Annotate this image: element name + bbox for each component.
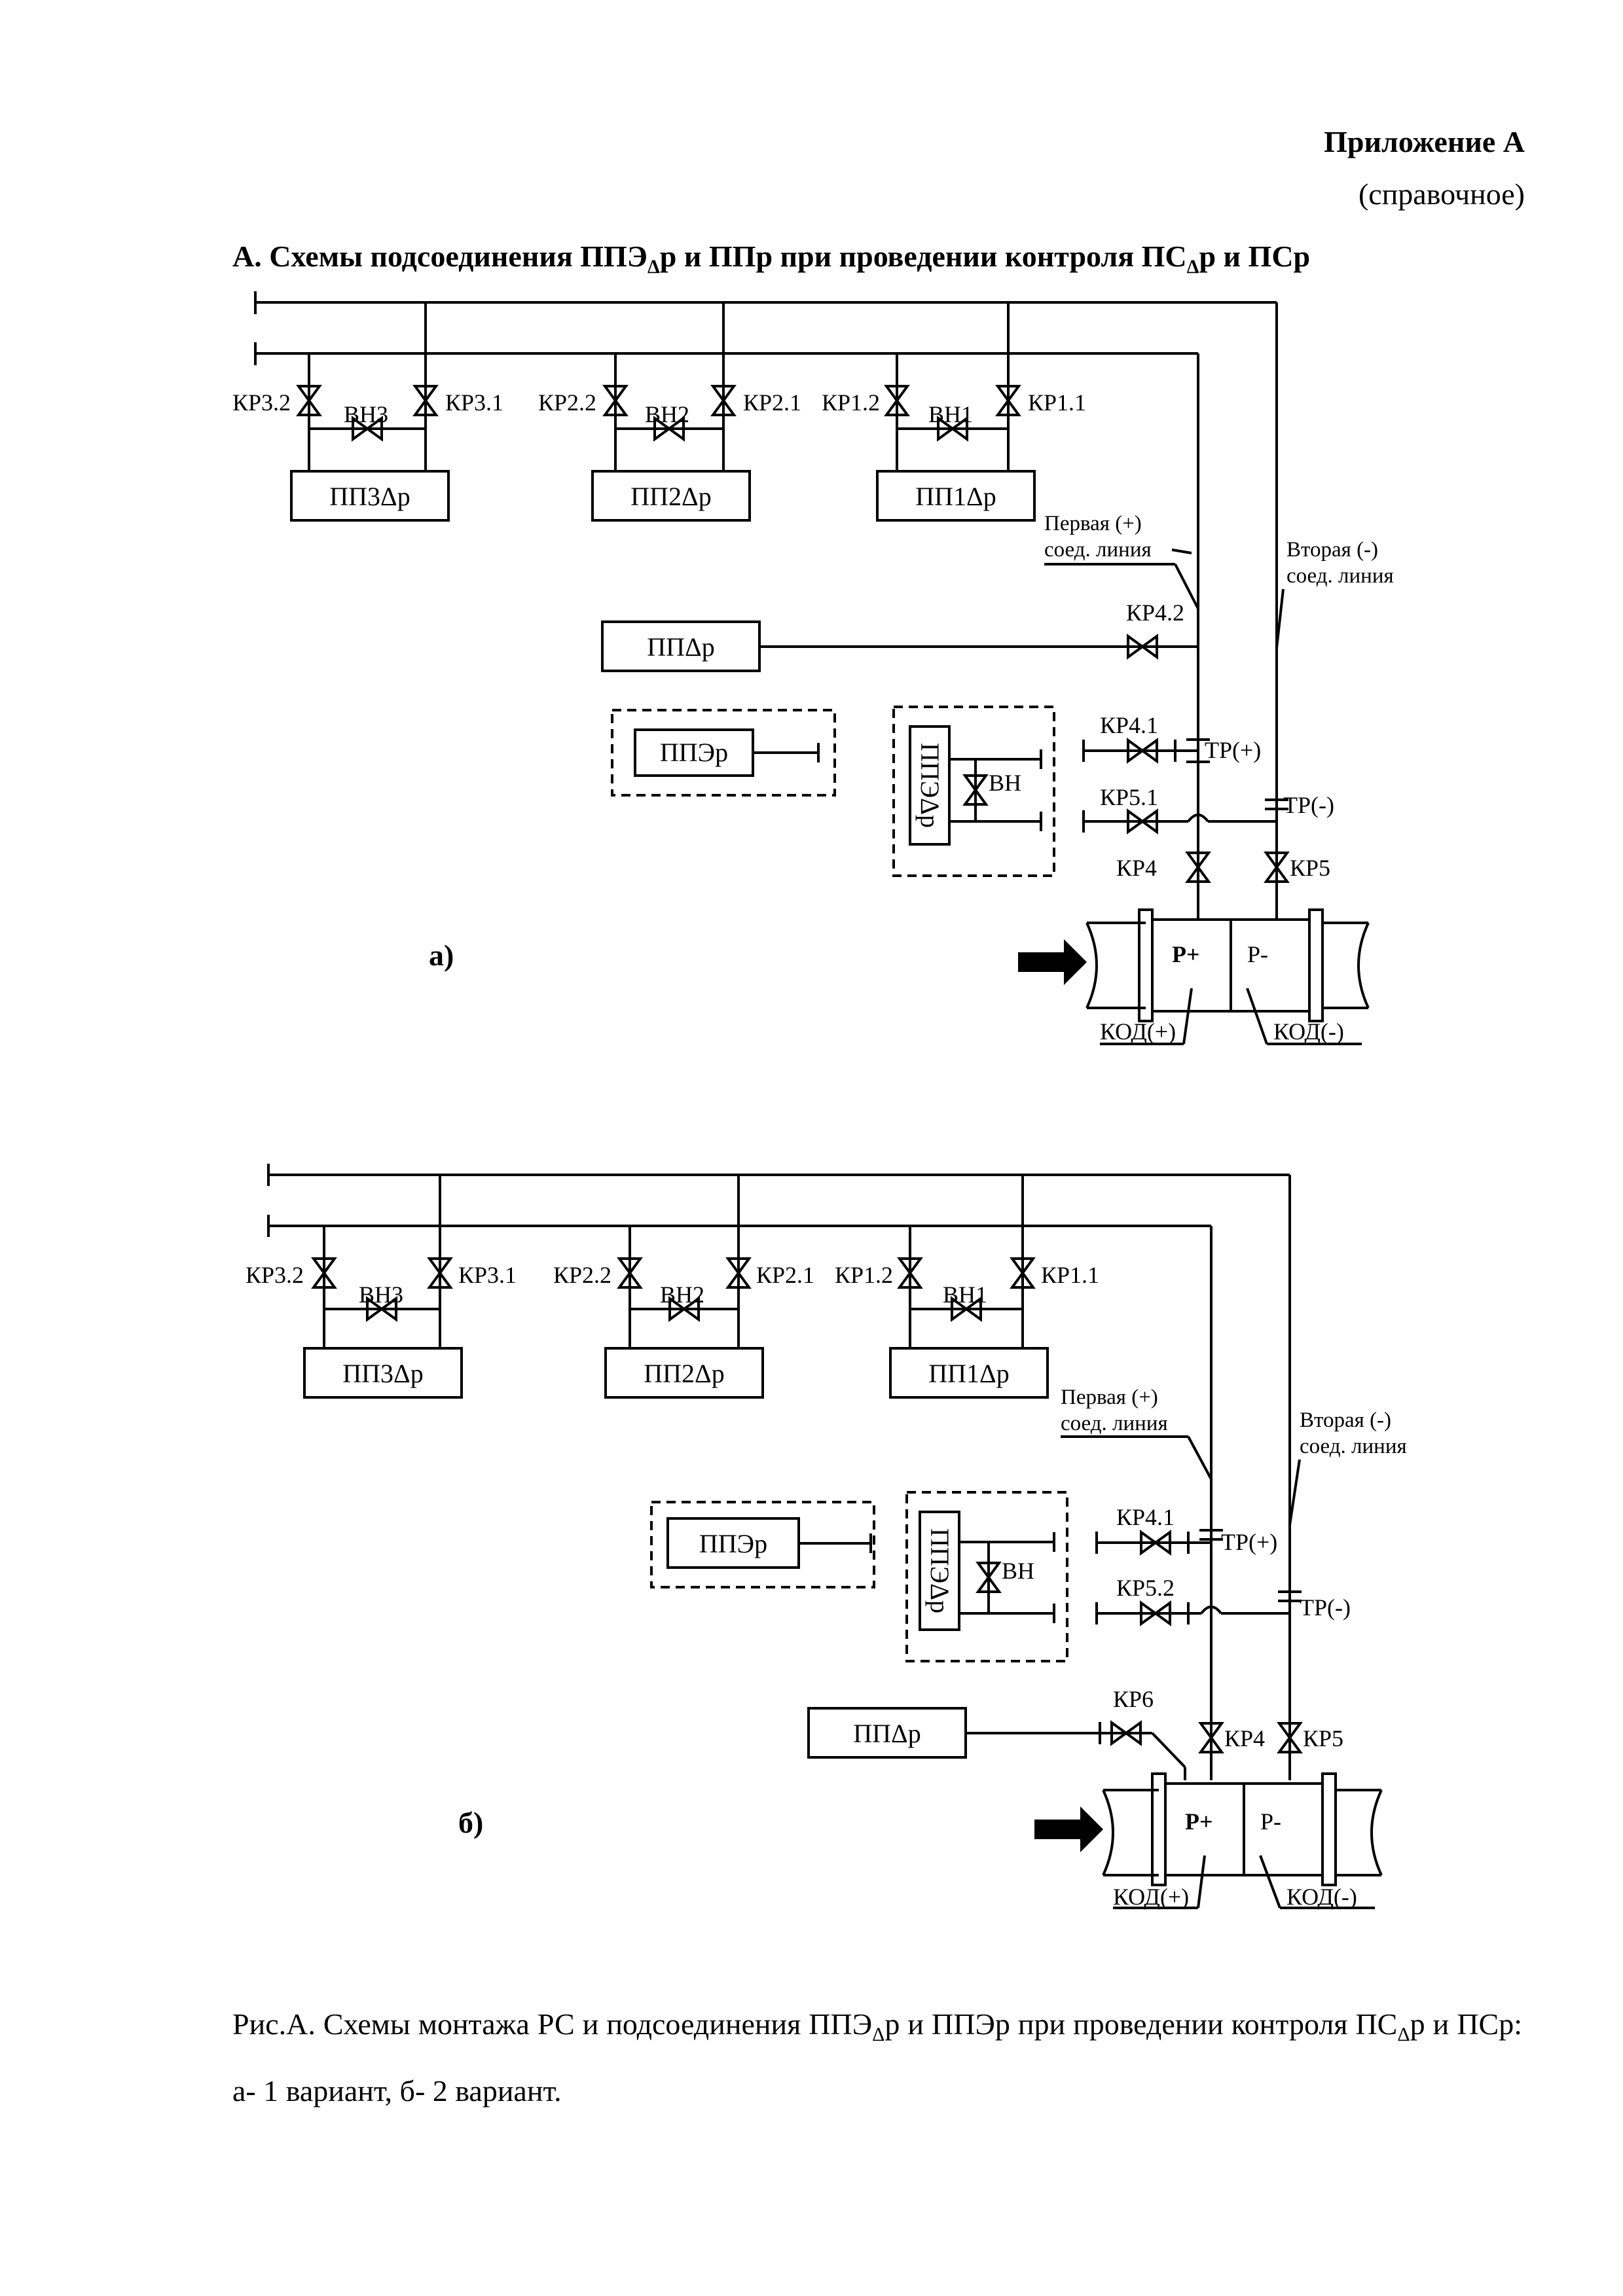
label-kr1-1: КР1.1 — [1041, 1262, 1099, 1288]
label-first-line-2: соед. линия — [1044, 538, 1152, 562]
label-vn1: ВН1 — [943, 1282, 987, 1308]
label-kr4: КР4 — [1224, 1725, 1265, 1751]
label-pp1: ПП1Δр — [915, 482, 996, 511]
label-kr3-2: КР3.2 — [246, 1262, 304, 1288]
label-kr5: КР5 — [1290, 855, 1330, 881]
caption-part: р и ПСр: а- 1 вариант, б- 2 вариант. — [232, 2007, 1522, 2108]
label-first-line: Первая (+) — [1044, 512, 1142, 535]
label-vn2: ВН2 — [660, 1282, 704, 1308]
label-vn1: ВН1 — [928, 401, 973, 427]
label-ppedp: ППЭΔр — [925, 1528, 955, 1613]
label-pp2: ПП2Δр — [630, 482, 712, 511]
label-vn: ВН — [1002, 1558, 1034, 1584]
label-pper: ППЭр — [699, 1529, 767, 1558]
label-kr4-2: КР4.2 — [1126, 600, 1184, 626]
section-title-part: А. Схемы подсоединения ППЭ — [232, 240, 647, 273]
label-kod-minus: КОД(-) — [1286, 1884, 1357, 1910]
caption-sub: Δ — [1397, 2024, 1410, 2046]
caption-sub: Δ — [872, 2024, 885, 2046]
label-pp3: ПП3Δр — [329, 482, 410, 511]
label-kr4-1: КР4.1 — [1116, 1504, 1175, 1530]
label-tr-plus: ТР(+) — [1221, 1529, 1277, 1555]
label-ppdp: ППΔр — [853, 1719, 921, 1748]
appendix-note: (справочное) — [1358, 177, 1525, 211]
label-kr3-1: КР3.1 — [458, 1262, 517, 1288]
appendix-title: Приложение А — [1324, 125, 1525, 158]
label-kr4-1: КР4.1 — [1100, 712, 1158, 738]
label-pp2: ПП2Δр — [644, 1359, 725, 1388]
label-kr3-1: КР3.1 — [445, 389, 503, 416]
label-second-line-2: соед. линия — [1286, 564, 1394, 588]
section-title-sub: Δ — [1186, 256, 1199, 278]
variant-a-label: а) — [429, 939, 454, 972]
label-kr2-2: КР2.2 — [538, 389, 596, 416]
label-vn3: ВН3 — [344, 401, 388, 427]
label-pper: ППЭр — [660, 738, 728, 767]
figure-caption: Рис.А. Схемы монтажа РС и подсоединения … — [232, 1996, 1522, 2119]
section-title-part: р и ПСр — [1199, 240, 1311, 273]
label-tr-plus: ТР(+) — [1205, 737, 1261, 763]
label-second-line: Вторая (-) — [1286, 538, 1378, 562]
label-second-line: Вторая (-) — [1300, 1408, 1391, 1432]
label-vn: ВН — [989, 770, 1021, 796]
flow-arrow-icon — [1018, 939, 1087, 985]
label-kr2-1: КР2.1 — [756, 1262, 814, 1288]
label-vn3: ВН3 — [359, 1282, 403, 1308]
label-kr2-2: КР2.2 — [553, 1262, 611, 1288]
label-pp1: ПП1Δр — [928, 1359, 1010, 1388]
label-kr5: КР5 — [1303, 1725, 1343, 1751]
label-kr2-1: КР2.1 — [743, 389, 801, 416]
label-vn2: ВН2 — [645, 401, 689, 427]
scheme-variant-b — [267, 1164, 1383, 1909]
label-kod-plus: КОД(+) — [1100, 1018, 1176, 1045]
label-p-minus: Р- — [1247, 941, 1268, 967]
label-kr5-1: КР5.1 — [1100, 784, 1158, 810]
section-title-sub: Δ — [647, 256, 660, 278]
label-kr3-2: КР3.2 — [232, 389, 291, 416]
label-kr5-2: КР5.2 — [1116, 1575, 1175, 1601]
caption-part: Рис.А. Схемы монтажа РС и подсоединения … — [232, 2007, 873, 2041]
label-p-plus: Р+ — [1185, 1808, 1213, 1835]
caption-part: р и ППЭр при проведении контроля ПС — [884, 2007, 1398, 2041]
label-first-line-2: соед. линия — [1061, 1412, 1168, 1435]
label-first-line: Первая (+) — [1061, 1386, 1158, 1409]
section-title-part: р и ППр при проведении контроля ПС — [659, 240, 1187, 273]
label-ppdp: ППΔр — [647, 632, 715, 662]
label-pp3: ПП3Δр — [342, 1359, 424, 1388]
flow-arrow-icon — [1034, 1806, 1103, 1852]
label-tr-minus: ТР(-) — [1300, 1594, 1351, 1621]
label-kr1-2: КР1.2 — [822, 389, 880, 416]
label-ppedp: ППЭΔр — [915, 743, 945, 828]
label-kr4: КР4 — [1116, 855, 1157, 881]
label-p-plus: Р+ — [1172, 941, 1200, 967]
scheme-variant-a — [254, 291, 1370, 1045]
label-p-minus: Р- — [1260, 1808, 1281, 1835]
section-title: А. Схемы подсоединения ППЭΔр и ППр при п… — [232, 239, 1310, 278]
label-kod-minus: КОД(-) — [1273, 1018, 1344, 1045]
label-tr-minus: ТР(-) — [1283, 792, 1334, 818]
label-second-line-2: соед. линия — [1300, 1435, 1407, 1458]
label-kr1-2: КР1.2 — [835, 1262, 893, 1288]
label-kod-plus: КОД(+) — [1113, 1884, 1189, 1910]
variant-b-label: б) — [458, 1806, 483, 1839]
label-kr1-1: КР1.1 — [1028, 389, 1086, 416]
label-kr6: КР6 — [1113, 1686, 1154, 1712]
